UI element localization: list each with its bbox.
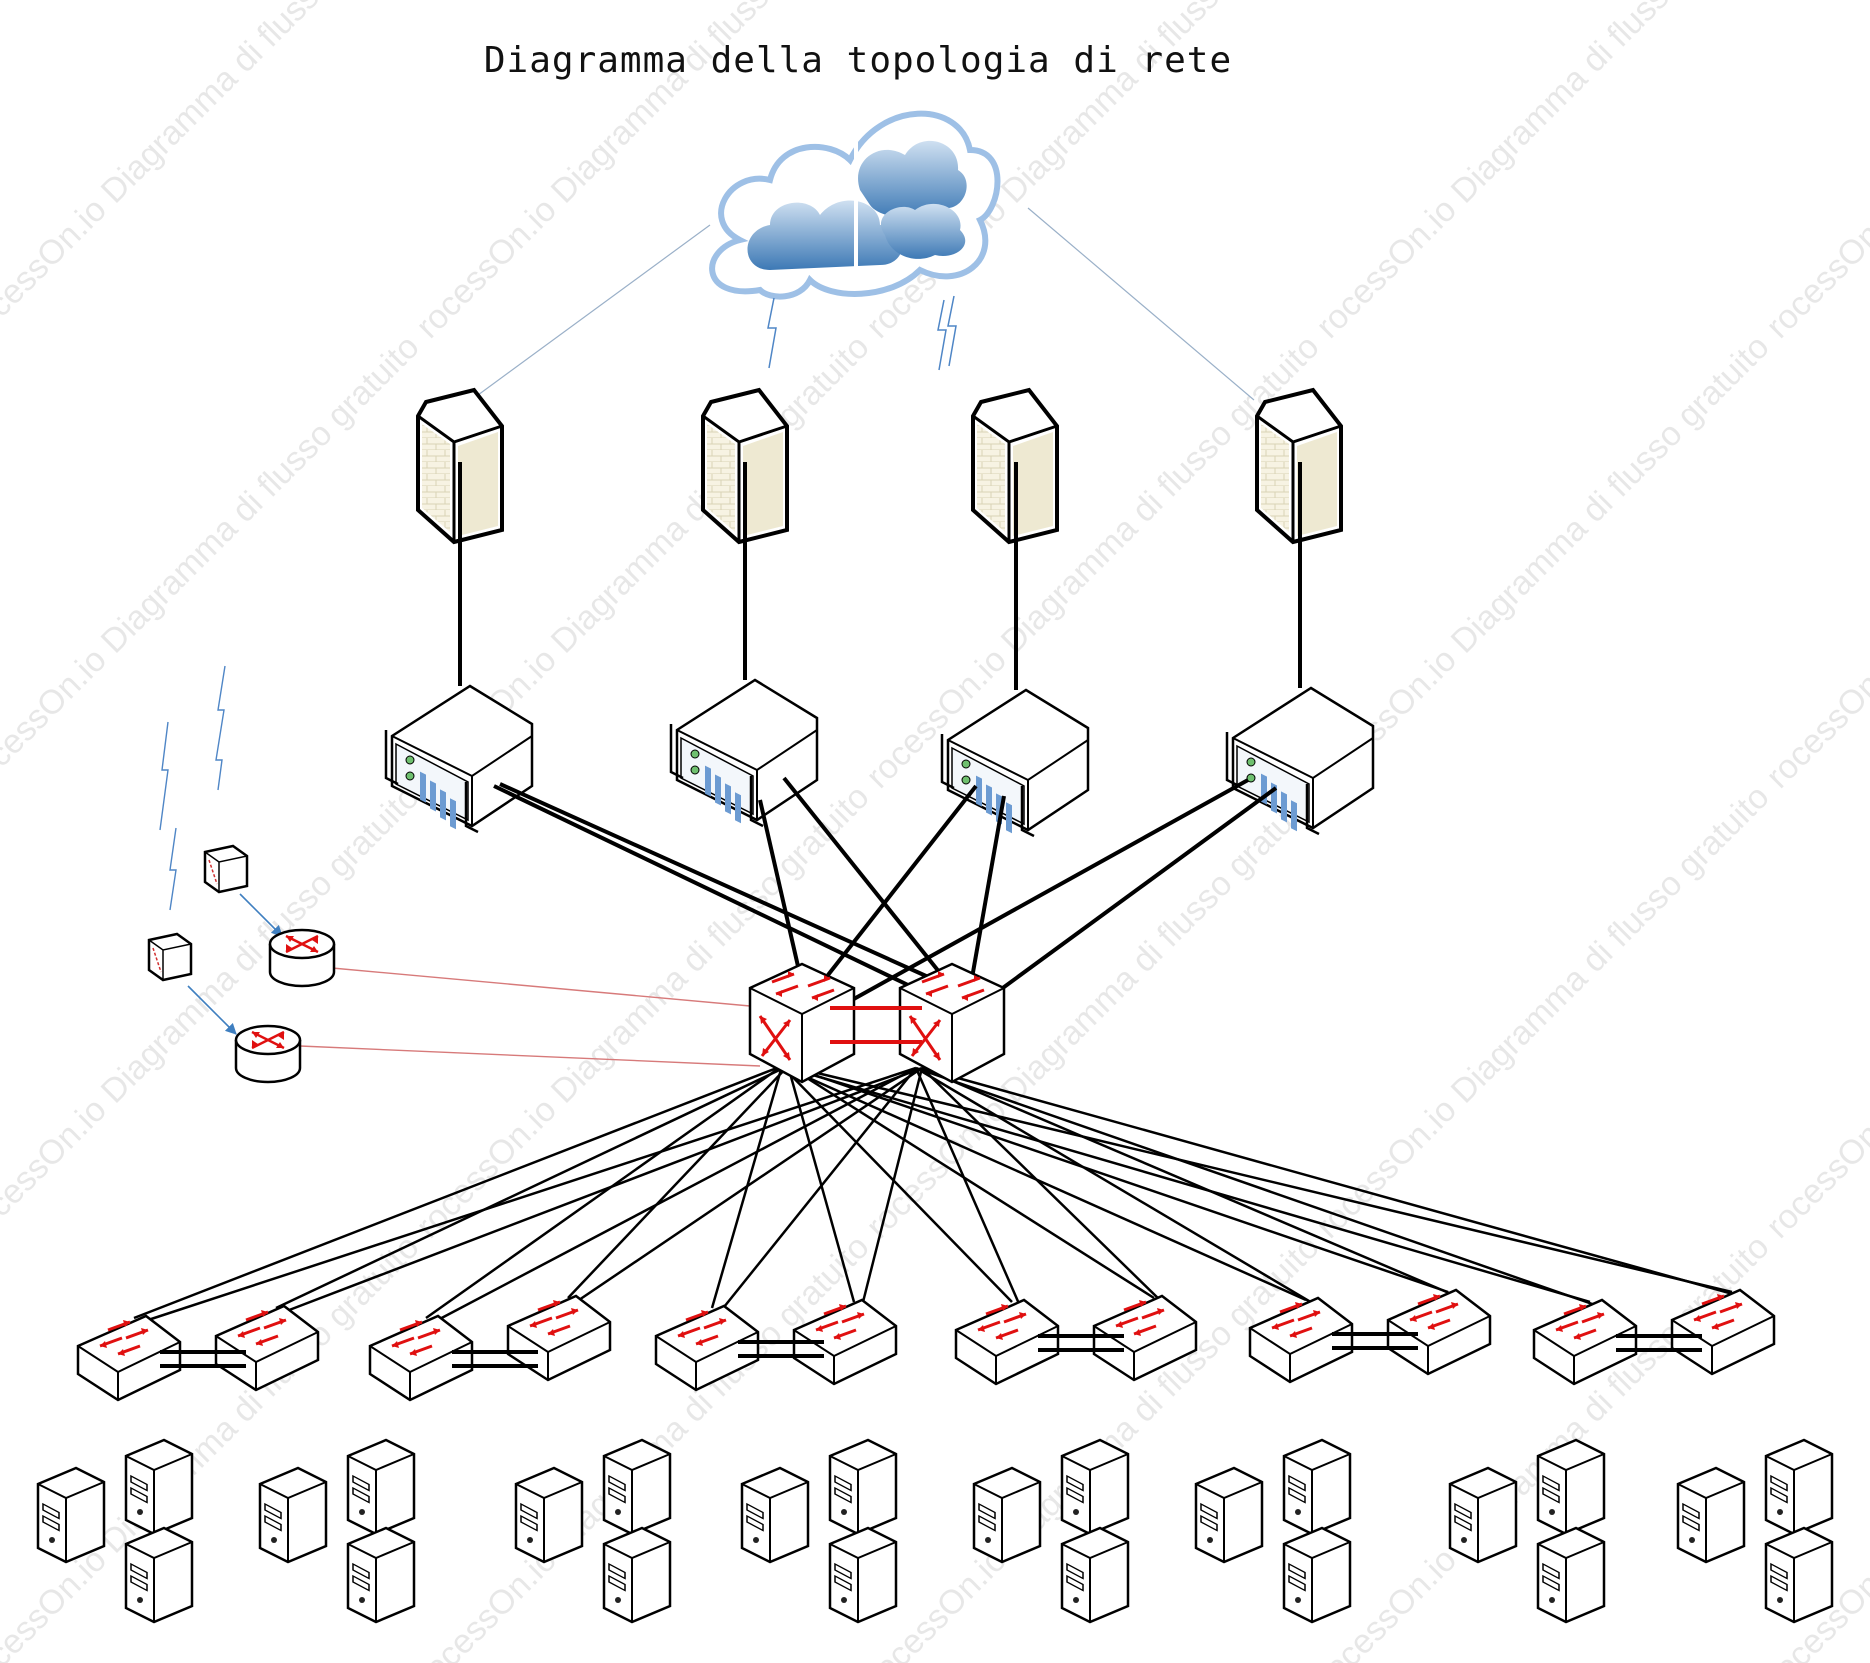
pc-8-3-icon: [1764, 1526, 1834, 1624]
core-access-links: [133, 1064, 1741, 1324]
pc-3-1-icon: [514, 1466, 584, 1564]
watermark-text: rocessOn.io Diagramma di flusso gratuito: [1309, 328, 1777, 796]
pc-4-2-icon: [828, 1438, 898, 1536]
access-switch-7-icon: [954, 1298, 1060, 1386]
ap-router-links: [187, 893, 283, 1035]
access-link: [275, 1064, 789, 1310]
access-link: [433, 1066, 917, 1324]
access-link: [781, 1064, 1307, 1302]
server-2-icon: [669, 678, 819, 828]
pc-7-3-icon: [1536, 1526, 1606, 1624]
core-switch-2-icon: [898, 962, 1006, 1084]
watermark-text: rocessOn.io Diagramma di flusso gratuito: [0, 328, 427, 796]
pc-6-1-icon: [1194, 1466, 1264, 1564]
access-link: [915, 1066, 1315, 1306]
access-link: [575, 1066, 923, 1304]
pc-4-1-icon: [740, 1466, 810, 1564]
firewall-server-links: [458, 462, 1302, 690]
access-link: [921, 1066, 1457, 1298]
pc-2-1-icon: [258, 1466, 328, 1564]
access-link: [710, 1065, 784, 1309]
access-link: [787, 1064, 1733, 1294]
watermark-text: rocessOn.io Diagramma di flusso gratuito: [0, 0, 427, 346]
pc-4-3-icon: [828, 1526, 898, 1624]
diagram-title: Diagramma della topologia di rete: [483, 40, 1233, 81]
pc-7-1-icon: [1448, 1466, 1518, 1564]
server-core-links: [493, 776, 1278, 1002]
watermark-text: rocessOn.io Diagramma di flusso gratuito: [1309, 778, 1777, 1246]
pc-6-3-icon: [1282, 1526, 1352, 1624]
access-link: [781, 1064, 1591, 1304]
access-link: [787, 1064, 1449, 1294]
access-point-1-icon: [203, 844, 249, 894]
pc-7-2-icon: [1536, 1438, 1606, 1536]
pc-3-2-icon: [602, 1438, 672, 1536]
router-1-icon: [268, 928, 336, 988]
access-link: [921, 1067, 1163, 1303]
pc-1-2-icon: [124, 1438, 194, 1536]
access-switch-row: [76, 1288, 1776, 1402]
pc-5-3-icon: [1060, 1526, 1130, 1624]
pc-3-3-icon: [602, 1526, 672, 1624]
access-link: [787, 1064, 1155, 1300]
access-link: [786, 1065, 856, 1303]
access-link: [141, 1066, 917, 1324]
watermark-text: rocessOn.io Diagramma di flusso gratuito: [1759, 0, 1870, 346]
access-link: [719, 1067, 917, 1313]
core-switch-1-icon: [748, 962, 856, 1084]
wireless-signals: [159, 665, 226, 911]
internet-cloud-icon: [709, 110, 1001, 300]
pc-1-3-icon: [124, 1526, 194, 1624]
access-link: [781, 1065, 1013, 1303]
pc-5-2-icon: [1060, 1438, 1130, 1536]
watermark-text: rocessOn.io Diagramma di flusso gratuito: [1759, 328, 1870, 796]
access-link: [915, 1066, 1599, 1308]
pc-8-1-icon: [1676, 1466, 1746, 1564]
watermark-text: rocessOn.io Diagramma di flusso gratuito: [1309, 0, 1777, 346]
access-link: [567, 1065, 789, 1299]
router-core-links: [299, 967, 761, 1067]
pc-5-1-icon: [972, 1466, 1042, 1564]
access-link: [914, 1067, 1022, 1307]
pc-6-2-icon: [1282, 1438, 1352, 1536]
pc-1-1-icon: [36, 1466, 106, 1564]
access-point-2-icon: [147, 932, 193, 982]
access-link: [283, 1066, 923, 1314]
access-link: [133, 1064, 783, 1320]
server-4-icon: [1225, 686, 1375, 836]
watermark-text: rocessOn.io Diagramma di flusso gratuito: [1759, 778, 1870, 1246]
internet-links: [477, 207, 1255, 401]
pc-2-3-icon: [346, 1526, 416, 1624]
pc-2-2-icon: [346, 1438, 416, 1536]
pc-8-2-icon: [1764, 1438, 1834, 1536]
access-link: [921, 1066, 1741, 1298]
access-link: [425, 1064, 783, 1320]
router-2-icon: [234, 1024, 302, 1084]
core-interlink: [830, 1006, 922, 1044]
access-switch-3-icon: [368, 1314, 474, 1402]
access-switch-1-icon: [76, 1314, 182, 1402]
